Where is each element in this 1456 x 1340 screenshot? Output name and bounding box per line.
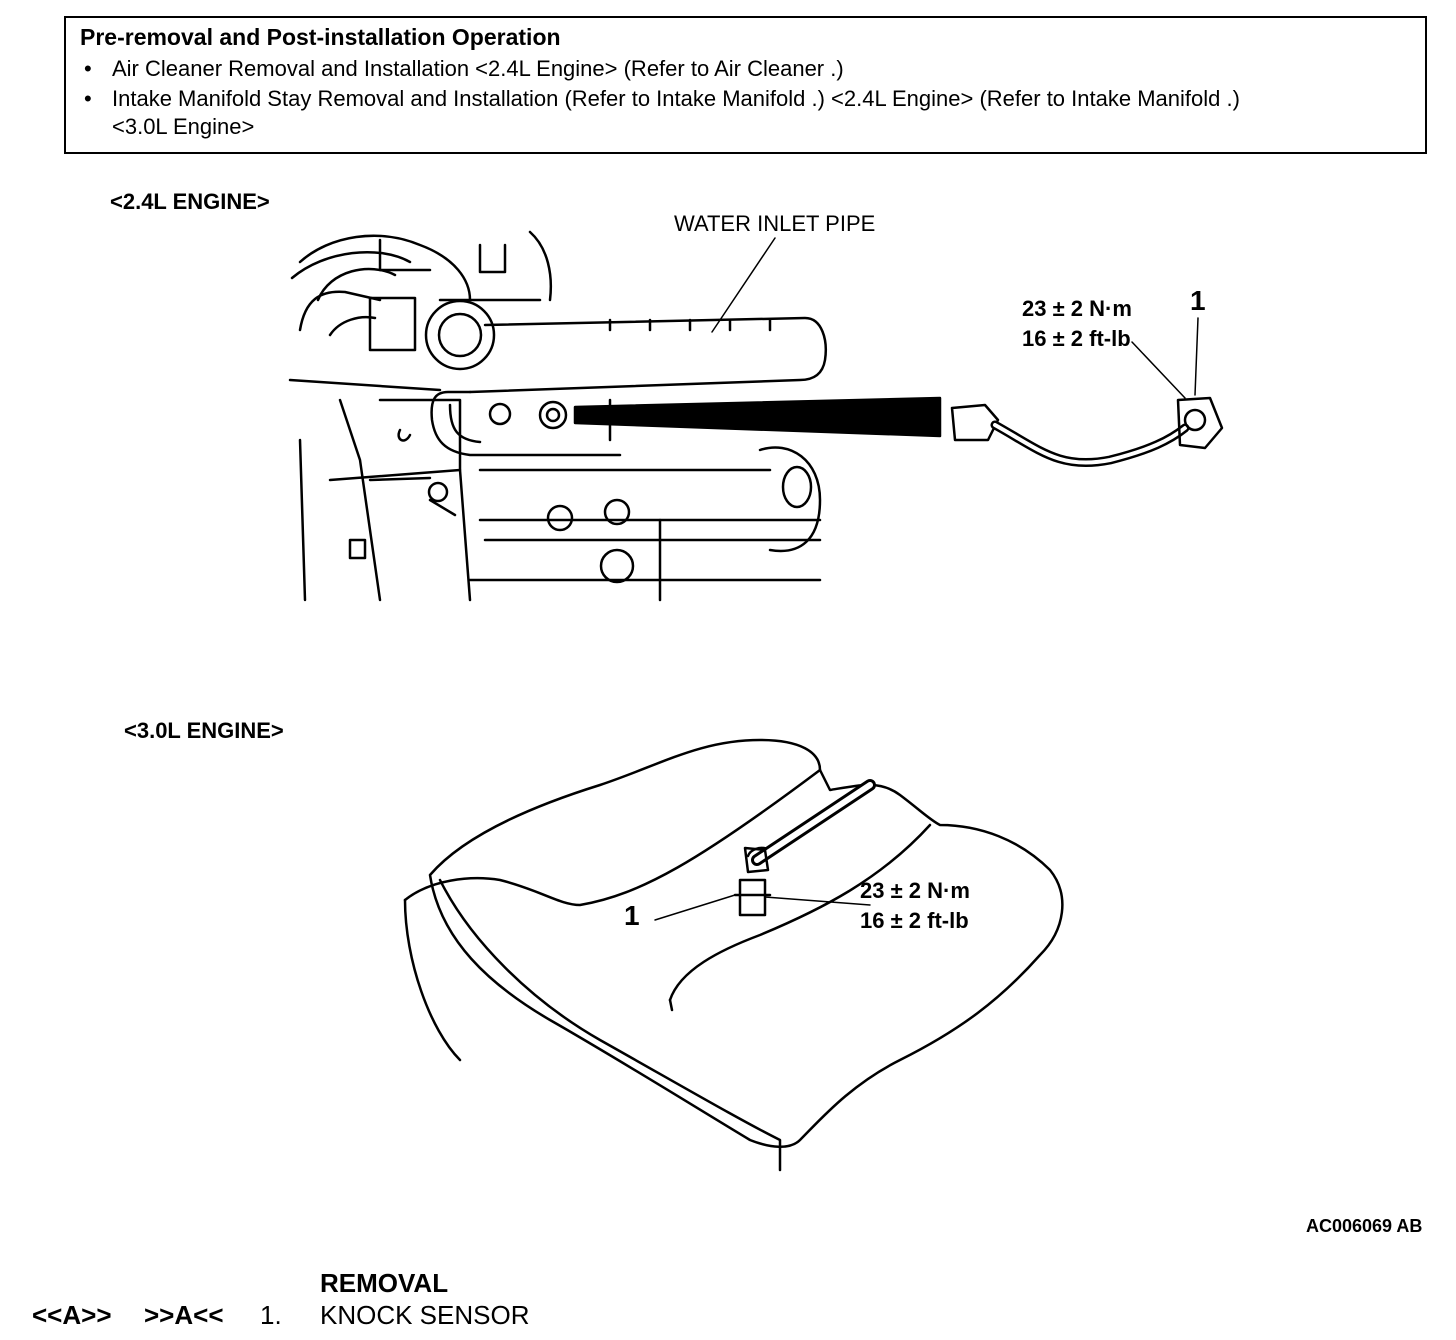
removal-ref: <<A>> xyxy=(32,1300,112,1330)
operation-title: Pre-removal and Post-installation Operat… xyxy=(80,24,561,50)
install-ref: >>A<< xyxy=(144,1300,224,1330)
callout-wedge xyxy=(573,396,942,438)
torque-ftlb-2-4: 16 ± 2 ft-lb xyxy=(1022,326,1131,351)
torque-nm-3-0: 23 ± 2 N·m xyxy=(860,878,970,903)
sensor-connector xyxy=(950,403,1000,442)
bullet-dot-icon: • xyxy=(84,56,92,81)
torque-nm-2-4: 23 ± 2 N·m xyxy=(1022,296,1132,321)
bullet-text: Air Cleaner Removal and Installation <2.… xyxy=(112,56,844,81)
item-number-3-0: 1 xyxy=(624,900,640,931)
torque-ftlb-3-0: 16 ± 2 ft-lb xyxy=(860,908,969,933)
removal-title: REMOVAL xyxy=(320,1268,449,1298)
operation-box: Pre-removal and Post-installation Operat… xyxy=(64,16,1427,154)
operation-bullet: • Air Cleaner Removal and Installation <2… xyxy=(84,56,844,82)
water-inlet-pipe-callout: WATER INLET PIPE xyxy=(674,211,876,236)
engine-block-outline xyxy=(428,738,1064,1148)
bolt-head xyxy=(599,548,635,584)
water-inlet-pipe xyxy=(468,316,827,394)
engine-hose-curve xyxy=(298,234,472,302)
figure-heading-3-0: <3.0L ENGINE> xyxy=(124,718,284,743)
item-number-2-4: 1 xyxy=(1190,285,1206,316)
bullet-continuation: <3.0L Engine> xyxy=(112,114,255,139)
figure-heading-2-4: <2.4L ENGINE> xyxy=(110,189,270,214)
item-name: KNOCK SENSOR xyxy=(320,1300,530,1330)
item-index: 1. xyxy=(260,1300,282,1330)
pulley-inner xyxy=(437,312,483,358)
pulley-outer xyxy=(424,299,496,371)
bullet-text: Intake Manifold Stay Removal and Install… xyxy=(112,86,1240,111)
figure-code: AC006069 AB xyxy=(1306,1216,1423,1236)
knock-sensor-location xyxy=(538,400,568,430)
knock-sensor-body xyxy=(1176,396,1224,450)
knock-sensor-3-0 xyxy=(738,878,767,917)
bullet-dot-icon: • xyxy=(84,86,92,111)
operation-bullet: • Intake Manifold Stay Removal and Instal… xyxy=(84,86,1240,112)
